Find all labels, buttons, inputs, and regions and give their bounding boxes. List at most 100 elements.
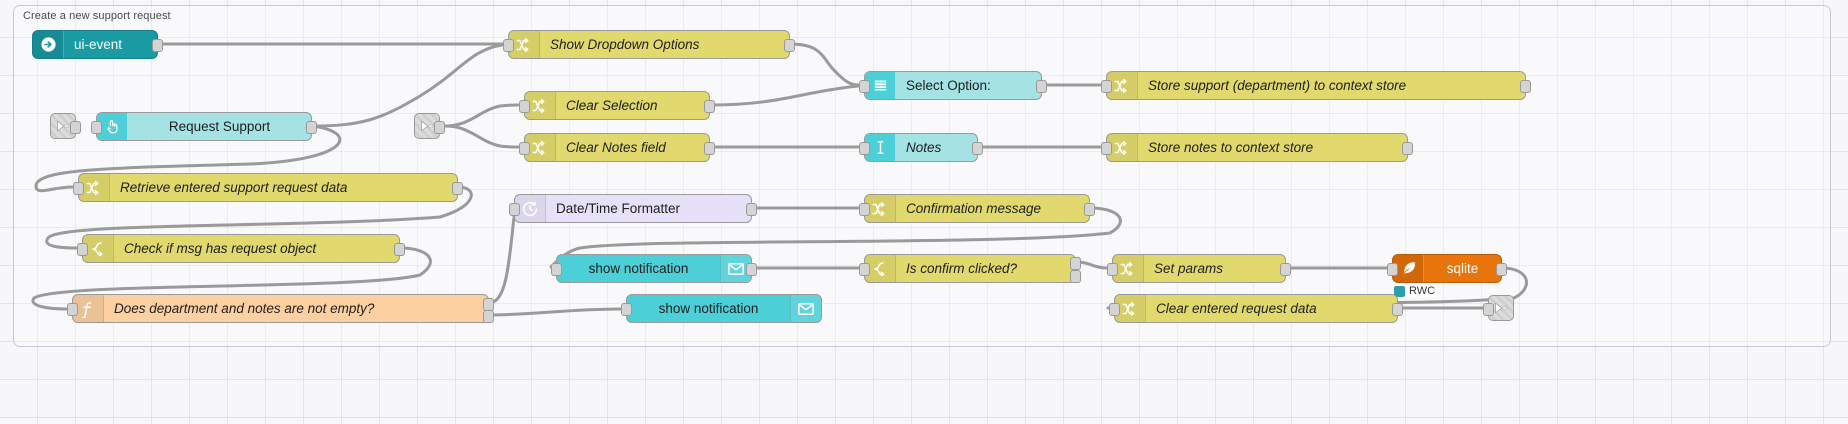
input-port[interactable] [1101, 80, 1112, 93]
flow-group-label: Create a new support request [23, 10, 171, 22]
change-shuffle-icon [79, 174, 110, 201]
input-port[interactable] [1101, 142, 1112, 155]
input-port[interactable] [1387, 263, 1398, 276]
output-port-1[interactable] [1070, 257, 1081, 270]
input-port[interactable] [1107, 263, 1118, 276]
node-check-msg-request-object[interactable]: Check if msg has request object [77, 234, 405, 263]
node-show-notification-1[interactable]: show notification [551, 254, 757, 283]
node-select-option[interactable]: Select Option: [859, 71, 1047, 100]
output-port[interactable] [704, 142, 715, 155]
node-is-confirm-clicked[interactable]: Is confirm clicked? [859, 254, 1081, 283]
output-port[interactable] [1280, 263, 1291, 276]
node-show-notification-2[interactable]: show notification [621, 294, 822, 323]
node-confirmation-message[interactable]: Confirmation message [859, 194, 1095, 223]
input-port[interactable] [551, 263, 562, 276]
output-port[interactable] [152, 39, 163, 52]
input-port[interactable] [859, 203, 870, 216]
node-label: Confirmation message [906, 201, 1042, 216]
change-shuffle-icon [525, 92, 556, 119]
input-port[interactable] [77, 243, 88, 256]
input-port[interactable] [73, 182, 84, 195]
node-store-notes-context[interactable]: Store notes to context store [1101, 133, 1413, 162]
output-port[interactable] [1392, 303, 1403, 316]
output-port[interactable] [1402, 142, 1413, 155]
node-label: Store support (department) to context st… [1148, 78, 1407, 93]
input-port[interactable] [1483, 303, 1494, 316]
arrow-right-circle-icon [33, 31, 64, 58]
node-label: Notes [906, 140, 942, 155]
node-label: Show Dropdown Options [550, 37, 700, 52]
switch-branch-icon [83, 235, 114, 262]
output-port[interactable] [704, 100, 715, 113]
envelope-icon [720, 255, 751, 282]
output-port[interactable] [746, 203, 757, 216]
node-ui-event[interactable]: ui-event [32, 30, 163, 59]
input-port[interactable] [509, 203, 520, 216]
node-set-params[interactable]: Set params [1107, 254, 1291, 283]
feather-icon [1393, 255, 1424, 282]
input-port[interactable] [621, 303, 632, 316]
dropdown-list-icon [865, 72, 896, 99]
output-port[interactable] [784, 39, 795, 52]
output-port[interactable] [972, 142, 983, 155]
node-clear-selection[interactable]: Clear Selection [519, 91, 715, 120]
input-port[interactable] [519, 142, 530, 155]
input-port[interactable] [859, 142, 870, 155]
node-label: Clear Selection [566, 98, 658, 113]
node-label: Check if msg has request object [124, 241, 317, 256]
status-badge: RWC [1392, 285, 1438, 297]
output-port-2[interactable] [483, 310, 494, 323]
change-shuffle-icon [525, 134, 556, 161]
input-port[interactable] [67, 303, 78, 316]
node-label: ui-event [74, 37, 123, 52]
node-clear-notes-field[interactable]: Clear Notes field [519, 133, 715, 162]
node-label: Clear entered request data [1156, 301, 1317, 316]
input-port[interactable] [91, 121, 102, 134]
link-in-node-1[interactable] [50, 113, 81, 139]
input-port[interactable] [859, 263, 870, 276]
function-f-icon [73, 295, 104, 322]
input-port[interactable] [859, 80, 870, 93]
output-port[interactable] [746, 263, 757, 276]
change-shuffle-icon [1107, 72, 1138, 99]
node-datetime-formatter[interactable]: Date/Time Formatter [509, 194, 757, 223]
output-port[interactable] [1520, 80, 1531, 93]
input-port[interactable] [503, 39, 514, 52]
node-label: Request Support [168, 119, 271, 134]
node-label: Does department and notes are not empty? [114, 301, 375, 316]
node-label: Clear Notes field [566, 140, 666, 155]
status-label: RWC [1409, 285, 1436, 297]
link-out-node[interactable] [1483, 295, 1514, 321]
change-shuffle-icon [1113, 255, 1144, 282]
output-port[interactable] [306, 121, 317, 134]
output-port[interactable] [1496, 263, 1507, 276]
node-label: sqlite [1446, 261, 1479, 276]
output-port-2[interactable] [1070, 270, 1081, 283]
node-label: Date/Time Formatter [556, 201, 681, 216]
input-port[interactable] [1109, 303, 1120, 316]
envelope-icon [790, 295, 821, 322]
change-shuffle-icon [509, 31, 540, 58]
node-department-notes-not-empty[interactable]: Does department and notes are not empty? [67, 294, 494, 323]
node-label: Set params [1154, 261, 1224, 276]
output-port[interactable] [394, 243, 405, 256]
output-port[interactable] [70, 121, 81, 134]
node-label: Retrieve entered support request data [120, 180, 348, 195]
change-shuffle-icon [865, 195, 896, 222]
node-request-support[interactable]: Request Support [91, 112, 317, 141]
clock-icon [515, 195, 546, 222]
node-clear-entered-request-data[interactable]: Clear entered request data [1109, 294, 1403, 323]
output-port[interactable] [434, 121, 445, 134]
node-sqlite[interactable]: sqlite [1387, 254, 1507, 283]
switch-branch-icon [865, 255, 896, 282]
node-retrieve-request-data[interactable]: Retrieve entered support request data [73, 173, 463, 202]
node-show-dropdown-options[interactable]: Show Dropdown Options [503, 30, 795, 59]
output-port[interactable] [1036, 80, 1047, 93]
input-port[interactable] [519, 100, 530, 113]
output-port[interactable] [1084, 203, 1095, 216]
node-notes[interactable]: Notes [859, 133, 983, 162]
output-port[interactable] [452, 182, 463, 195]
link-in-node-2[interactable] [414, 113, 445, 139]
node-store-support-context[interactable]: Store support (department) to context st… [1101, 71, 1531, 100]
